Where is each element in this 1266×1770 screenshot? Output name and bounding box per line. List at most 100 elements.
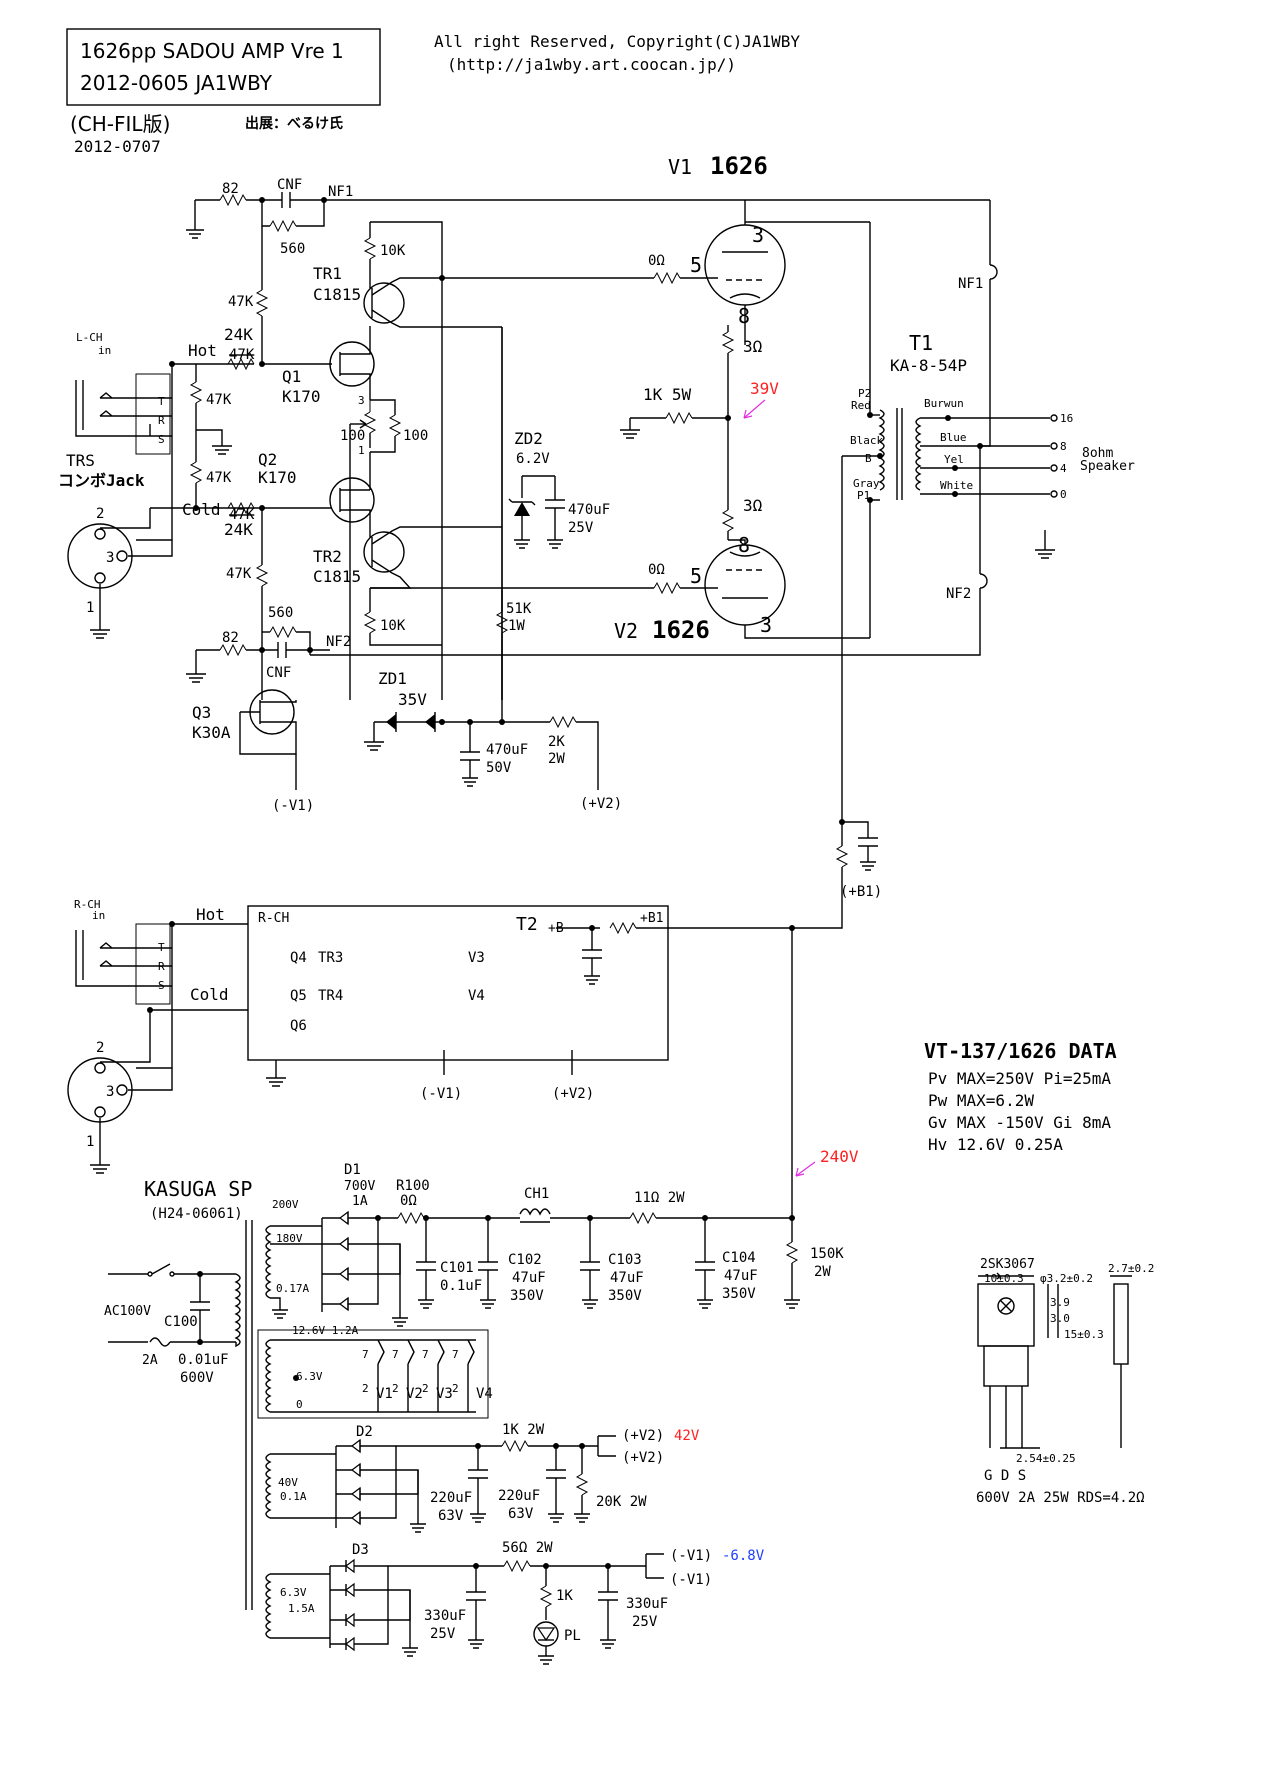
a017: 0.17A bbox=[276, 1282, 309, 1295]
red: Red bbox=[851, 399, 871, 412]
r100-a: 100 bbox=[340, 428, 365, 444]
r47k-strike-b: 47K bbox=[229, 507, 255, 523]
r3-a: 3Ω bbox=[743, 337, 763, 356]
c470-50v: 50V bbox=[486, 760, 512, 776]
r47k-strike-a: 47K bbox=[229, 347, 255, 363]
d1-a: 1A bbox=[352, 1194, 368, 1209]
cathode-network bbox=[620, 325, 735, 540]
fet-dim-hole: φ3.2±0.2 bbox=[1040, 1272, 1093, 1285]
v240: 240V bbox=[820, 1147, 859, 1166]
white-tap: White bbox=[940, 479, 973, 492]
speaker-ohm: 8ohm bbox=[1082, 446, 1113, 461]
burwun: Burwun bbox=[924, 397, 964, 410]
rch-in: R-CH bbox=[74, 898, 101, 911]
jpin1-a: 1 bbox=[86, 600, 94, 616]
tap16: 16 bbox=[1060, 412, 1073, 425]
fet-dim-h2: 3.0 bbox=[1050, 1312, 1070, 1325]
nf1-label: NF1 bbox=[328, 184, 353, 200]
r150k: 150K bbox=[810, 1246, 844, 1262]
zd2 bbox=[501, 327, 565, 700]
hot: Hot bbox=[188, 341, 217, 360]
v2-pin-grid: 5 bbox=[690, 564, 702, 588]
fuse: 2A bbox=[142, 1353, 158, 1368]
t-a: T bbox=[158, 395, 165, 408]
jpin3-b: 3 bbox=[106, 1084, 114, 1100]
c220a: 220uF bbox=[430, 1490, 472, 1506]
ac-input bbox=[108, 1220, 253, 1610]
v1-tube bbox=[704, 200, 870, 345]
t1: T1 bbox=[909, 331, 933, 355]
v40: 40V bbox=[278, 1476, 298, 1489]
fp7-3: 7 bbox=[422, 1348, 429, 1361]
combo-jack-r bbox=[67, 1010, 173, 1174]
url: (http://ja1wby.art.coocan.jp/) bbox=[447, 55, 736, 74]
v2-tube bbox=[704, 539, 870, 639]
zd2: ZD2 bbox=[514, 429, 543, 448]
pv2-c: (+V2) bbox=[622, 1428, 664, 1444]
kasuga: KASUGA SP bbox=[144, 1177, 252, 1201]
tube-data-title: VT-137/1626 DATA bbox=[924, 1039, 1117, 1063]
c220bv: 63V bbox=[508, 1506, 534, 1522]
tr1: TR1 bbox=[313, 264, 342, 283]
r24k-a: 24K bbox=[224, 325, 253, 344]
v3-box: V3 bbox=[468, 950, 485, 966]
q5: Q5 bbox=[290, 988, 307, 1004]
q1: Q1 bbox=[282, 367, 301, 386]
hot-b: Hot bbox=[196, 905, 225, 924]
tube-data-line4: Hv 12.6V 0.25A bbox=[928, 1135, 1063, 1154]
b-tap: B bbox=[865, 452, 872, 465]
c103: C103 bbox=[608, 1252, 642, 1268]
c101v: 0.1uF bbox=[440, 1278, 482, 1294]
pv2-a: (+V2) bbox=[580, 796, 622, 812]
r100v: 0Ω bbox=[400, 1193, 417, 1209]
vr-pin1: 1 bbox=[358, 444, 365, 457]
b1-rail bbox=[789, 819, 878, 1218]
r82-a: 82 bbox=[222, 181, 239, 197]
gray: Gray bbox=[853, 477, 880, 490]
trs-a: TRS bbox=[66, 451, 95, 470]
jpin2-b: 2 bbox=[96, 1040, 104, 1056]
rch-box bbox=[247, 905, 792, 1087]
pb: +B bbox=[548, 921, 564, 936]
title-line1: 1626pp SADOU AMP Vre 1 bbox=[80, 39, 344, 63]
r56: 56Ω 2W bbox=[502, 1540, 553, 1556]
r47k-d: 47K bbox=[226, 566, 252, 582]
c330av: 25V bbox=[430, 1626, 456, 1642]
q3-type: K30A bbox=[192, 723, 231, 742]
fil-0: 0 bbox=[296, 1398, 303, 1411]
fp7-2: 7 bbox=[392, 1348, 399, 1361]
r51k: 51K bbox=[506, 601, 532, 617]
tr2-type: C1815 bbox=[313, 567, 361, 586]
r560-a: 560 bbox=[280, 241, 305, 257]
mv1-a: (-V1) bbox=[272, 798, 314, 814]
c470-25: 470uF bbox=[568, 502, 610, 518]
fet-package bbox=[977, 1272, 1132, 1449]
r47k-c: 47K bbox=[206, 470, 232, 486]
ch1: CH1 bbox=[524, 1186, 549, 1202]
fil-v: 12.6V 1.2A bbox=[292, 1324, 359, 1337]
mv1-d: (-V1) bbox=[670, 1572, 712, 1588]
c470-25v: 25V bbox=[568, 520, 594, 536]
fv4: V4 bbox=[476, 1386, 493, 1402]
r51k-w: 1W bbox=[508, 618, 525, 634]
r20k: 20K 2W bbox=[596, 1494, 647, 1510]
jpin3-a: 3 bbox=[106, 550, 114, 566]
v2-type: 1626 bbox=[652, 616, 710, 644]
v200: 200V bbox=[272, 1198, 299, 1211]
hv-supply bbox=[265, 1208, 800, 1327]
r3-b: 3Ω bbox=[743, 496, 763, 515]
nf1-b: NF1 bbox=[958, 276, 983, 292]
fet-dim-t: 2.7±0.2 bbox=[1108, 1262, 1154, 1275]
q2-type: K170 bbox=[258, 468, 297, 487]
c220av: 63V bbox=[438, 1508, 464, 1524]
v42: 42V bbox=[674, 1428, 700, 1444]
jpin1-b: 1 bbox=[86, 1134, 94, 1150]
bias-rail bbox=[364, 590, 599, 790]
r24k-b: 24K bbox=[224, 520, 253, 539]
variant: (CH-FIL版) bbox=[70, 112, 170, 136]
v1-grid-feed bbox=[442, 271, 718, 285]
v1-type: 1626 bbox=[710, 152, 768, 180]
lch-in-b: in bbox=[98, 344, 111, 357]
fv1: V1 bbox=[376, 1386, 393, 1402]
combo-jack: コンボJack bbox=[58, 471, 145, 490]
